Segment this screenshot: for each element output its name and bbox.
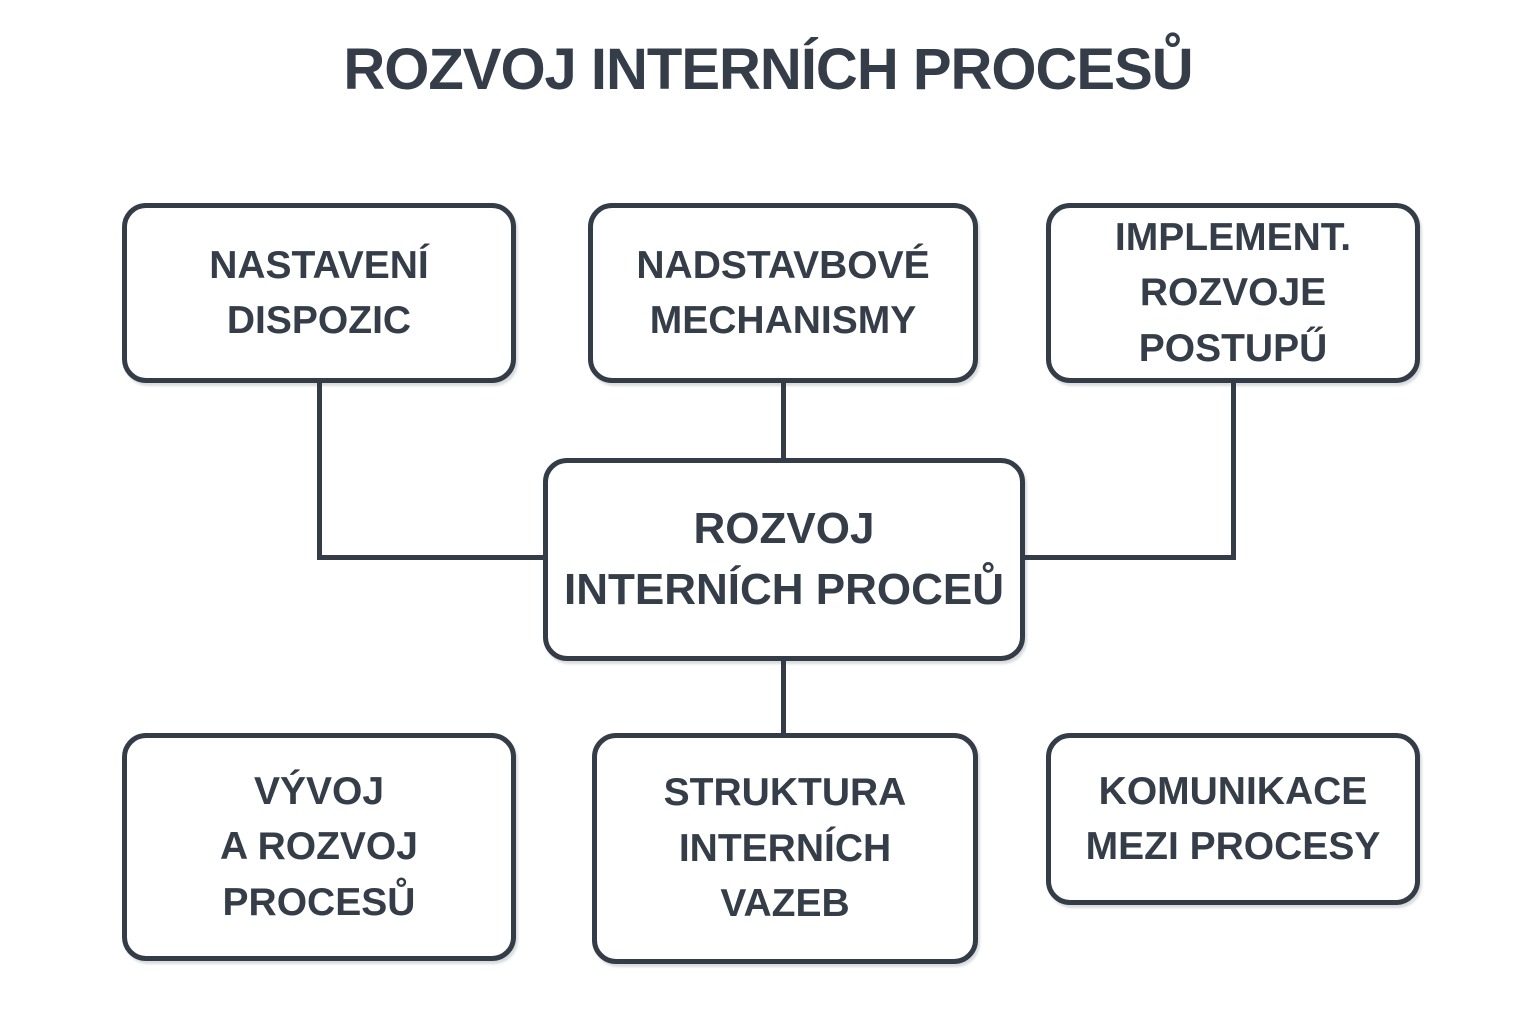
node-label: KOMUNIKACE MEZI PROCESY xyxy=(1086,764,1381,875)
node-label-line: KOMUNIKACE xyxy=(1098,769,1368,813)
edge-top-left-to-center-horizontal xyxy=(317,555,547,560)
node-label: IMPLEMENT. ROZVOJE POSTUPŰ xyxy=(1051,210,1415,376)
node-vyvoj-a-rozvoj-procesu: VÝVOJ A ROZVOJ PROCESŮ xyxy=(122,733,516,961)
node-label-line: VÝVOJ xyxy=(253,769,385,813)
node-label: NADSTAVBOVÉ MECHANISMY xyxy=(636,238,929,349)
node-label-line: INTERNÍCH PROCEŮ xyxy=(563,564,1005,614)
edge-top-left-to-center-vertical xyxy=(317,383,322,560)
node-label-line: ROZVOJE POSTUPŰ xyxy=(1138,271,1328,370)
node-label-line: A ROZVOJ xyxy=(220,825,418,869)
node-implement-rozvoje-postupu: IMPLEMENT. ROZVOJE POSTUPŰ xyxy=(1046,203,1420,383)
node-komunikace-mezi-procesy: KOMUNIKACE MEZI PROCESY xyxy=(1046,733,1420,905)
edge-top-right-to-center-vertical xyxy=(1231,383,1236,560)
node-label: VÝVOJ A ROZVOJ PROCESŮ xyxy=(220,764,418,930)
node-label-line: PROCESŮ xyxy=(222,880,416,924)
node-label-line: VAZEB xyxy=(720,882,850,926)
node-struktura-internich-vazeb: STRUKTURA INTERNÍCH VAZEB xyxy=(592,733,978,964)
node-label-line: STRUKTURA xyxy=(663,771,907,815)
node-label-line: ROZVOJ xyxy=(693,503,875,553)
edge-top-center-to-center xyxy=(781,383,786,463)
node-label-line: INTERNÍCH xyxy=(678,826,892,870)
node-label-line: MECHANISMY xyxy=(649,299,917,342)
node-label-line: MEZI PROCESY xyxy=(1085,825,1381,868)
node-label: ROZVOJ INTERNÍCH PROCEŮ xyxy=(564,499,1004,620)
node-nadstavbove-mechanismy: NADSTAVBOVÉ MECHANISMY xyxy=(588,203,978,383)
node-label-line: IMPLEMENT. xyxy=(1114,215,1352,259)
edge-top-right-to-center-horizontal xyxy=(1021,555,1236,560)
node-label-line: NASTAVENÍ xyxy=(209,243,429,287)
page-title: ROZVOJ INTERNÍCH PROCESŮ xyxy=(343,37,1193,102)
node-label-line: DISPOZIC xyxy=(226,299,412,342)
node-nastaveni-dispozic: NASTAVENÍ DISPOZIC xyxy=(122,203,516,383)
node-label: STRUKTURA INTERNÍCH VAZEB xyxy=(664,765,907,931)
node-label-line: NADSTAVBOVÉ xyxy=(636,243,930,287)
node-rozvoj-internich-proceu: ROZVOJ INTERNÍCH PROCEŮ xyxy=(543,458,1025,661)
node-label: NASTAVENÍ DISPOZIC xyxy=(209,238,429,349)
edge-center-to-bottom-center xyxy=(781,659,786,737)
